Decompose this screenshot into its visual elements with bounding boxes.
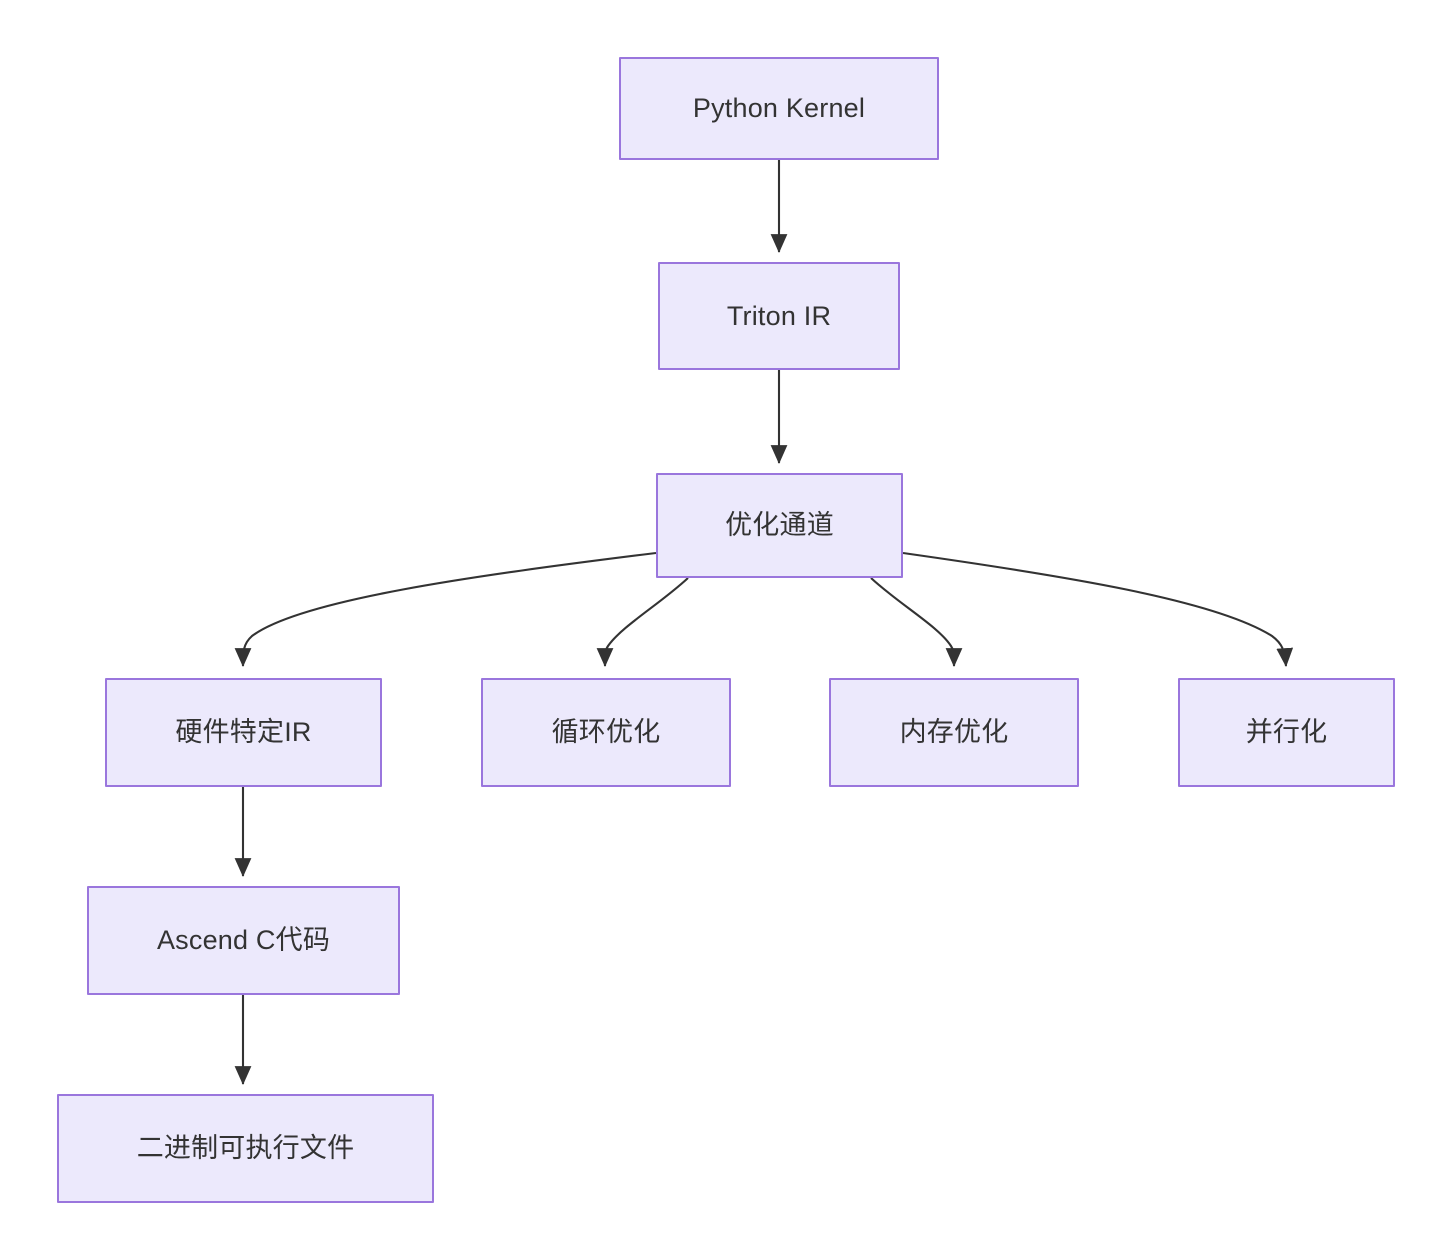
- node-optimize-pass[interactable]: 优化通道: [656, 473, 903, 578]
- node-python-kernel[interactable]: Python Kernel: [619, 57, 939, 160]
- node-label-hardware-ir: 硬件特定IR: [175, 717, 312, 748]
- node-label-triton-ir: Triton IR: [726, 300, 832, 331]
- node-ascend-c-code[interactable]: Ascend C代码: [87, 886, 400, 995]
- node-label-ascend-c-code: Ascend C代码: [156, 925, 331, 956]
- node-label-loop-opt: 循环优化: [551, 717, 661, 748]
- node-label-binary-exe: 二进制可执行文件: [136, 1133, 355, 1164]
- node-loop-opt[interactable]: 循环优化: [481, 678, 731, 787]
- node-label-parallelize: 并行化: [1245, 717, 1328, 748]
- edge-optimize-pass-to-memory-opt: [870, 577, 963, 668]
- node-triton-ir[interactable]: Triton IR: [658, 262, 900, 370]
- node-label-memory-opt: 内存优化: [899, 717, 1009, 748]
- node-memory-opt[interactable]: 内存优化: [829, 678, 1079, 787]
- node-label-optimize-pass: 优化通道: [725, 510, 834, 541]
- node-label-python-kernel: Python Kernel: [692, 93, 866, 124]
- edge-optimize-pass-to-parallelize: [902, 551, 1294, 668]
- node-parallelize[interactable]: 并行化: [1178, 678, 1395, 787]
- edge-optimize-pass-to-loop-opt: [596, 577, 689, 668]
- node-hardware-ir[interactable]: 硬件特定IR: [105, 678, 382, 787]
- edge-optimize-pass-to-hardware-ir: [234, 551, 657, 668]
- node-binary-exe[interactable]: 二进制可执行文件: [57, 1094, 434, 1203]
